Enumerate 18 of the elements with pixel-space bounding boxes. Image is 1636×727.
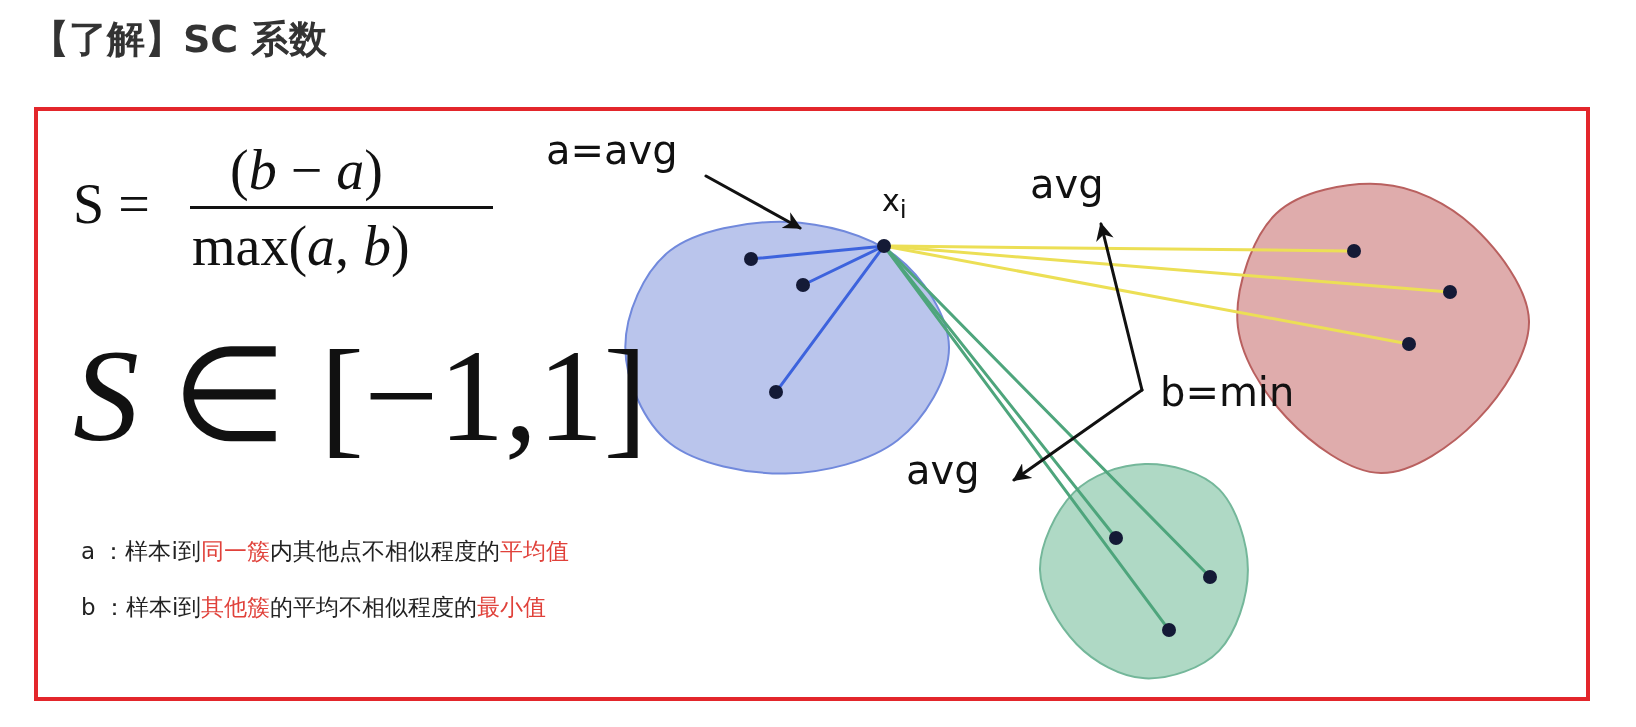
annotation-text: avg [1030, 160, 1104, 208]
connector-line [887, 249, 1207, 574]
connector-line [886, 250, 1167, 626]
connector-line [807, 247, 880, 284]
connector-line [778, 250, 882, 388]
page-title: 【了解】SC 系数 [31, 16, 328, 63]
formula-text: S = [73, 176, 150, 232]
formula-text: S ∈ [−1,1] [73, 330, 648, 462]
note-text: a ：样本i到同一簇内其他点不相似程度的平均值 [81, 537, 569, 566]
arrow [704, 174, 802, 230]
connector-line [889, 245, 1404, 345]
note-text: b ：样本i到其他簇的平均不相似程度的最小值 [81, 593, 547, 622]
connector-line [756, 245, 879, 260]
point-label: x$_{i}$ [882, 184, 907, 224]
arrow [1012, 388, 1144, 482]
arrow [1096, 222, 1144, 392]
annotation-text: a=avg [546, 126, 678, 174]
annotation-text: avg [906, 446, 980, 494]
